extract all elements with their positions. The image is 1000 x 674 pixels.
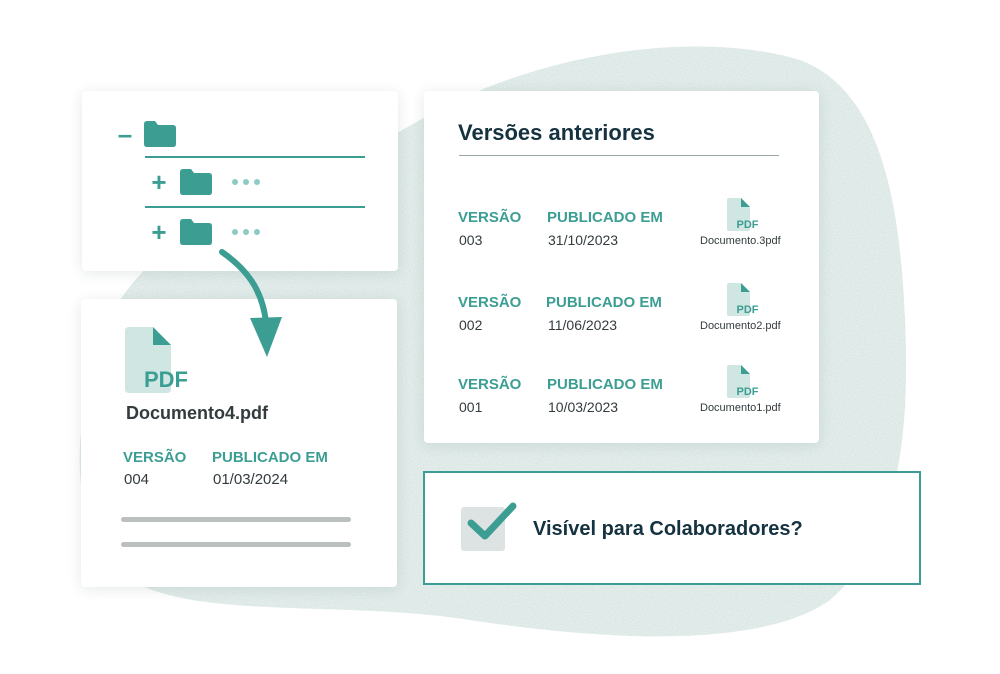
- published-value: 01/03/2024: [213, 471, 289, 488]
- published-value: 11/06/2023: [548, 317, 618, 333]
- published-label: PUBLICADO EM: [546, 294, 662, 311]
- folder-tree-card: – + +: [82, 91, 398, 271]
- folder-icon: [180, 169, 212, 195]
- tree-divider: [145, 206, 365, 208]
- plus-icon[interactable]: +: [151, 217, 167, 247]
- more-dots-icon[interactable]: [232, 229, 260, 235]
- minus-icon[interactable]: –: [117, 119, 133, 149]
- version-row[interactable]: VERSÃO 001 PUBLICADO EM 10/03/2023 PDF D…: [424, 365, 819, 436]
- checkmark-icon: [467, 502, 517, 540]
- versions-title: Versões anteriores: [458, 120, 655, 145]
- folder-icon: [180, 219, 212, 245]
- version-label: VERSÃO: [458, 294, 522, 311]
- previous-versions-card: Versões anteriores VERSÃO 003 PUBLICADO …: [424, 91, 819, 443]
- pdf-file-icon[interactable]: PDF: [727, 365, 759, 398]
- title-divider: [459, 155, 779, 156]
- file-name[interactable]: Documento.3pdf: [700, 235, 781, 247]
- version-label: VERSÃO: [458, 376, 522, 393]
- pdf-file-icon[interactable]: PDF: [727, 198, 759, 231]
- visibility-card: Visível para Colaboradores?: [423, 471, 921, 585]
- current-document-card: PDF Documento4.pdf VERSÃO 004 PUBLICADO …: [81, 299, 397, 587]
- pdf-file-icon[interactable]: PDF: [727, 283, 759, 316]
- placeholder-line: [121, 517, 351, 522]
- published-label: PUBLICADO EM: [547, 376, 663, 393]
- document-file-name: Documento4.pdf: [126, 403, 268, 423]
- version-value: 003: [459, 232, 483, 248]
- visibility-checkbox[interactable]: [461, 507, 505, 551]
- published-value: 10/03/2023: [548, 399, 619, 415]
- visibility-label[interactable]: Visível para Colaboradores?: [533, 518, 803, 540]
- tree-root-row[interactable]: –: [114, 121, 176, 147]
- pdf-file-icon: PDF: [125, 327, 188, 393]
- version-row[interactable]: VERSÃO 002 PUBLICADO EM 11/06/2023 PDF D…: [424, 283, 819, 354]
- tree-child-row[interactable]: +: [148, 169, 260, 195]
- tree-divider: [145, 156, 365, 158]
- version-row[interactable]: VERSÃO 003 PUBLICADO EM 31/10/2023 PDF D…: [424, 198, 819, 269]
- folder-icon: [144, 121, 176, 147]
- version-label: VERSÃO: [123, 449, 187, 466]
- pdf-badge-text: PDF: [737, 304, 759, 316]
- file-name[interactable]: Documento1.pdf: [700, 402, 781, 414]
- version-value: 002: [459, 317, 483, 333]
- published-label: PUBLICADO EM: [212, 449, 328, 466]
- tree-child-row[interactable]: +: [148, 219, 260, 245]
- published-label: PUBLICADO EM: [547, 209, 663, 226]
- published-value: 31/10/2023: [548, 232, 619, 248]
- version-value: 001: [459, 399, 483, 415]
- version-label: VERSÃO: [458, 209, 522, 226]
- more-dots-icon[interactable]: [232, 179, 260, 185]
- pdf-badge-text: PDF: [144, 367, 188, 392]
- pdf-badge-text: PDF: [737, 386, 759, 398]
- plus-icon[interactable]: +: [151, 167, 167, 197]
- placeholder-line: [121, 542, 351, 547]
- pdf-badge-text: PDF: [737, 219, 759, 231]
- version-value: 004: [124, 471, 150, 488]
- file-name[interactable]: Documento2.pdf: [700, 320, 781, 332]
